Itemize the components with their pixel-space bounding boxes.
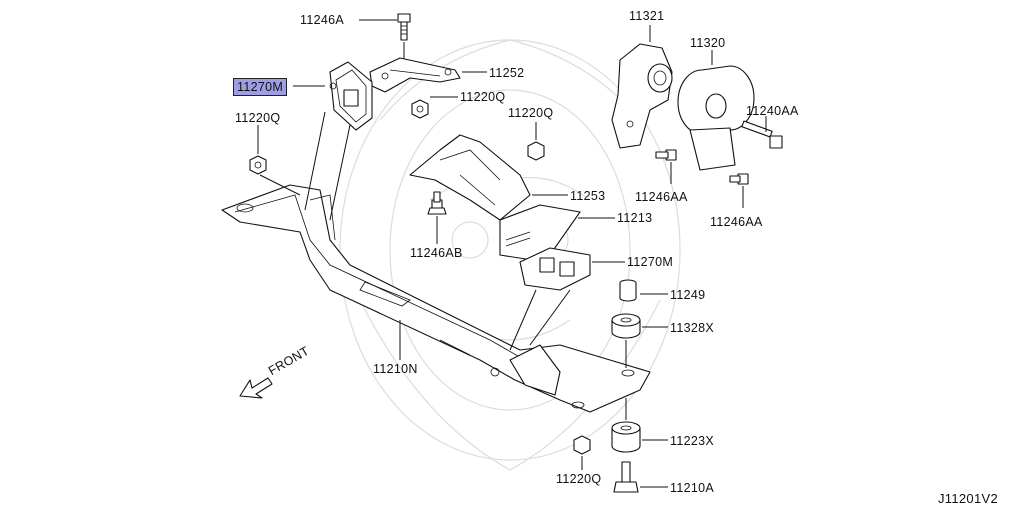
front-arrow-icon [239, 377, 273, 399]
assembly-lines [259, 111, 571, 351]
label-11220Q-mid: 11220Q [508, 106, 554, 120]
bolt-11246AA-b [729, 173, 749, 185]
bolt-11210A [613, 461, 639, 493]
label-11213: 11213 [617, 211, 653, 225]
label-11328X: 11328X [670, 321, 714, 335]
bracket-11253 [409, 134, 531, 221]
bushing-11223X [611, 421, 641, 453]
label-11270M-highlighted[interactable]: 11270M [233, 78, 288, 96]
bolt-11246AA-a [655, 149, 677, 161]
insulator-11270M-top [329, 61, 373, 131]
label-11220Q-a: 11220Q [460, 90, 506, 104]
insulator-11270M-mid [519, 247, 591, 291]
label-11249: 11249 [670, 288, 706, 302]
bracket-11252 [369, 57, 461, 93]
nut-11220Q-mid [527, 141, 545, 161]
label-11270M-mid: 11270M [627, 255, 674, 269]
bolt-11240AA [741, 120, 783, 149]
bushing-11328X [611, 313, 641, 339]
label-11220Q-bot: 11220Q [556, 472, 602, 486]
nut-11220Q-bot [573, 435, 591, 455]
bracket-11321 [611, 43, 673, 149]
collar-11249 [619, 279, 637, 302]
label-11220Q-left: 11220Q [235, 111, 281, 125]
label-11210N: 11210N [373, 362, 418, 376]
nut-11220Q-left [249, 155, 267, 175]
mount-11320 [677, 65, 755, 171]
bolt-11246AB [427, 191, 447, 215]
label-11210A: 11210A [670, 481, 714, 495]
label-11320: 11320 [690, 36, 726, 50]
label-11246AB: 11246AB [410, 246, 463, 260]
diagram-code: J11201V2 [938, 491, 998, 506]
label-11223X: 11223X [670, 434, 714, 448]
plate-11213 [499, 204, 581, 263]
label-11321: 11321 [629, 9, 665, 23]
nut-11220Q-a [411, 99, 429, 119]
crossmember-11210N [221, 184, 651, 413]
label-11246AA-b: 11246AA [710, 215, 763, 229]
label-11252: 11252 [489, 66, 525, 80]
label-11240AA: 11240AA [746, 104, 799, 118]
label-11253: 11253 [570, 189, 606, 203]
label-11246AA-a: 11246AA [635, 190, 688, 204]
bolt-11246A [397, 13, 411, 41]
label-11246A: 11246A [300, 13, 344, 27]
